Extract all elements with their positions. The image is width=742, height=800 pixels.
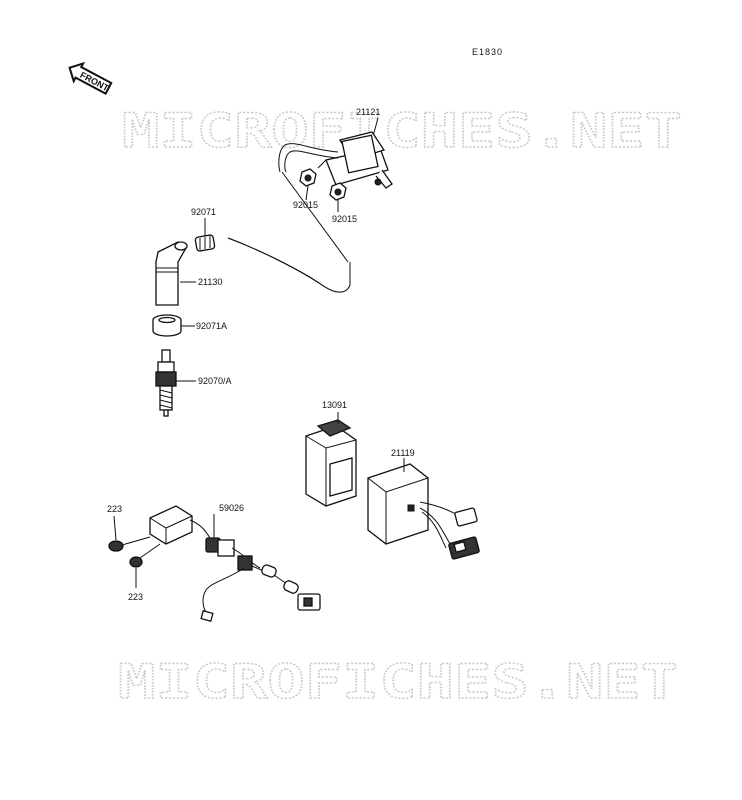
cdi-unit [367,458,480,560]
label-cap: 92071 [191,207,216,217]
label-switch-harness: 59026 [219,503,244,513]
ignition-coil [278,117,393,189]
label-cdi-unit: 21119 [391,448,415,458]
watermark-top: MICROFICHES.NET [122,104,682,159]
label-plug-cap: 21130 [198,277,222,287]
coil-nut-left [299,168,317,201]
label-screw-bottom: 223 [128,592,143,602]
screw-top [108,515,151,552]
label-cap-seal: 92071A [196,321,227,331]
screw-bottom [129,543,161,588]
switch-harness [149,505,321,622]
plug-cap [155,241,196,306]
label-spark-plug: 92070/A [198,376,232,386]
watermark-bottom: MICROFICHES.NET [118,655,678,710]
cap [194,218,216,252]
label-screw-top: 223 [107,504,122,514]
label-coil-nut-left: 92015 [293,200,318,210]
cdi-cover [305,412,357,507]
coil-nut-right [329,182,347,212]
label-ignition-coil: 21121 [356,107,380,117]
cap-seal [152,314,195,337]
diagram-code: E1830 [472,47,503,57]
spark-plug [155,349,196,417]
label-cdi-cover: 13091 [322,400,347,410]
ht-lead [227,237,351,293]
label-coil-nut-right: 92015 [332,214,357,224]
front-arrow-icon: FRONT [68,61,113,95]
